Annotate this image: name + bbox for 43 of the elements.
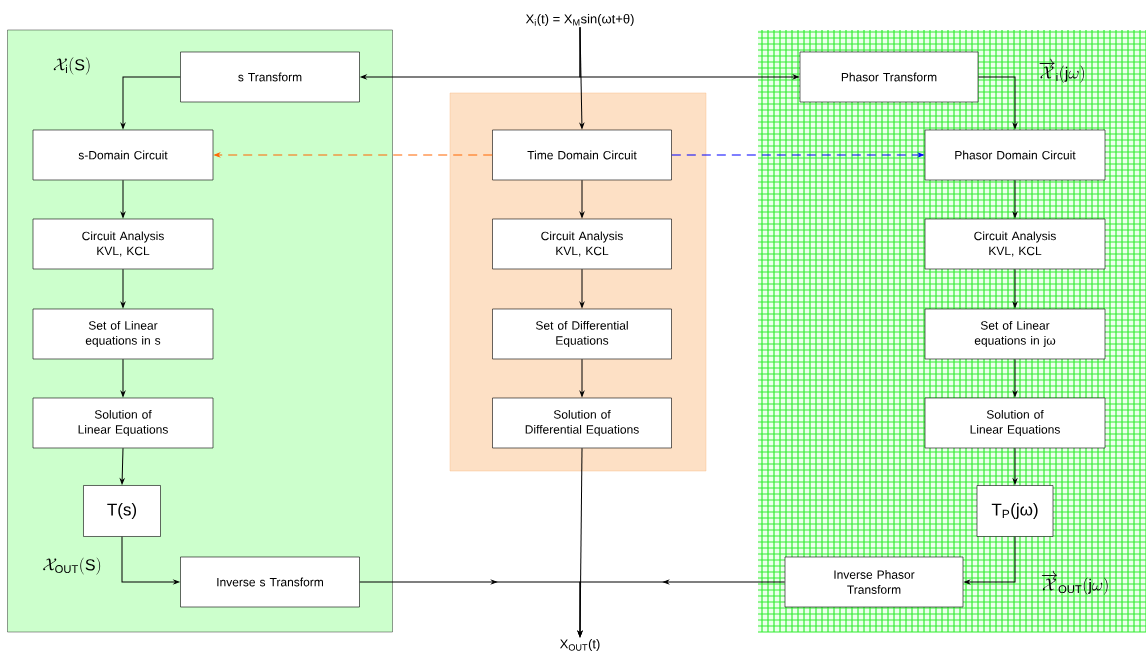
process-box: Solution of Linear Equations xyxy=(32,397,214,449)
arrow xyxy=(579,179,585,218)
process-box: Time Domain Circuit xyxy=(492,129,672,181)
signal-text: X$_{i}$(t) = X$_{M}$sin(ωt+θ) xyxy=(525,13,634,27)
process-box: s-Domain Circuit xyxy=(32,129,214,181)
process-box: T$_{P}$(jω) xyxy=(976,485,1054,537)
process-box: Solution of Linear Equations xyxy=(924,397,1106,449)
process-box: Phasor Transform xyxy=(799,51,979,103)
arrow xyxy=(120,179,126,218)
process-box: s Transform xyxy=(180,51,360,103)
process-box: Solution of Differential Equations xyxy=(492,397,672,449)
process-box: Set of Differential Equations xyxy=(492,308,672,360)
arrow xyxy=(577,447,583,637)
process-box: Inverse Phasor Transform xyxy=(784,556,964,608)
arrow xyxy=(1012,358,1018,397)
process-box: Inverse s Transform xyxy=(180,556,360,608)
process-box: Set of Linear equations in jω xyxy=(924,308,1106,360)
process-box: Circuit Analysis KVL, KCL xyxy=(924,218,1106,270)
arrow xyxy=(1012,447,1018,485)
arrow xyxy=(579,26,799,80)
arrow xyxy=(120,358,126,397)
process-box: Phasor Domain Circuit xyxy=(924,129,1106,181)
arrow xyxy=(579,268,585,308)
arrow xyxy=(1012,179,1018,218)
arrow xyxy=(214,152,493,158)
signal-text: X$_{OUT}$(t) xyxy=(560,638,600,652)
arrow xyxy=(120,268,126,308)
arrow xyxy=(120,76,181,129)
arrow xyxy=(121,536,180,585)
arrow xyxy=(964,536,1016,585)
arrow xyxy=(1012,268,1018,308)
arrow xyxy=(977,76,1018,129)
math-label: $\mathcal{X}_{\mathrm{i}}(\mathrm{S})$ xyxy=(53,57,90,75)
math-label: $\overrightarrow{\mathcal{X}}_{\mathrm{OUT}}(\mathrm{j}\omega)$ xyxy=(1041,570,1108,595)
process-box: T(s) xyxy=(83,485,161,537)
math-label: $\overrightarrow{\mathcal{X}}_{\mathrm{i}}(\mathrm{j}\omega)$ xyxy=(1039,58,1085,83)
arrow xyxy=(119,447,125,485)
process-box: Circuit Analysis KVL, KCL xyxy=(32,218,214,270)
process-box: Circuit Analysis KVL, KCL xyxy=(492,218,672,270)
math-label: $\mathcal{X}_{\mathrm{OUT}}(\mathrm{S})$ xyxy=(43,557,101,575)
process-box: Set of Linear equations in s xyxy=(32,308,214,360)
arrow xyxy=(671,152,924,158)
arrow xyxy=(579,358,585,397)
